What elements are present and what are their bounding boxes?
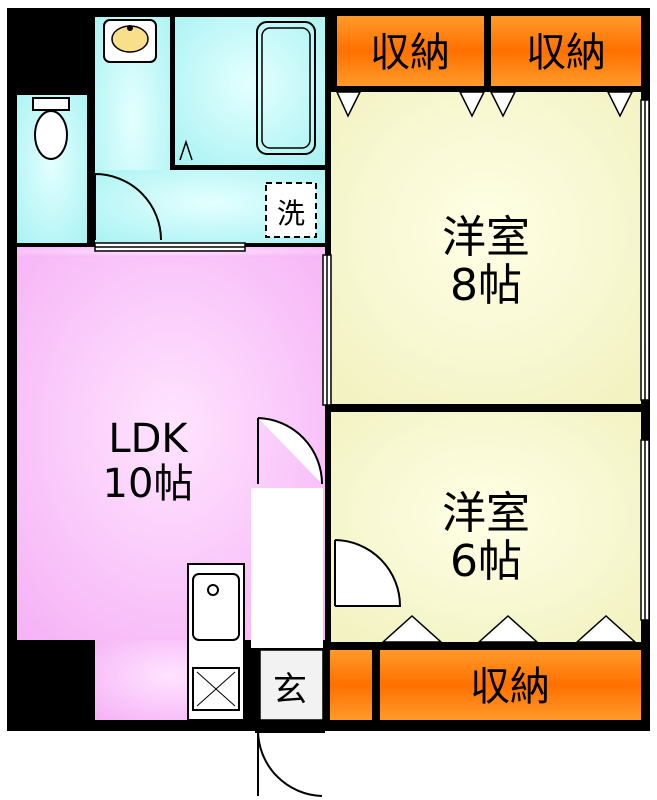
windows-right — [640, 99, 650, 621]
entrance-label: 玄 — [273, 670, 307, 710]
toilet-door-icon — [94, 173, 162, 241]
entrance-step — [259, 649, 324, 721]
room6-door-icon — [334, 539, 402, 607]
hallway — [251, 488, 323, 648]
closet-doors-top — [335, 91, 634, 118]
sliding-doors — [94, 242, 332, 406]
storage-top-right-label: 収納 — [526, 30, 606, 76]
storage-top-right — [491, 16, 641, 86]
toilet-tank-icon — [32, 97, 70, 111]
ldk-name: LDK — [108, 416, 189, 462]
washer-spot — [265, 182, 317, 238]
ldk-upper-strip — [17, 247, 325, 257]
western-8-size: 8帖 — [450, 260, 522, 311]
storage-bottom — [380, 650, 641, 720]
bathtub-icon — [256, 21, 316, 155]
ldk-door-icon — [257, 417, 323, 485]
storage-bottom-label: 収納 — [470, 664, 550, 710]
western-room-8 — [331, 92, 641, 404]
entrance-floor — [260, 650, 323, 720]
western-6-size: 6帖 — [450, 536, 522, 587]
storage-bottom-small — [330, 650, 372, 720]
ldk-size: 10帖 — [103, 461, 194, 507]
western-6-name: 洋室 — [442, 488, 530, 539]
toilet-bowl-icon — [34, 110, 68, 160]
storage-top-left-label: 収納 — [370, 30, 450, 76]
washer-label: 洗 — [277, 197, 305, 230]
entrance-door-icon — [257, 729, 323, 797]
bathroom — [175, 17, 325, 165]
faucet-icon — [207, 584, 219, 596]
closet-doors-bottom — [381, 614, 637, 643]
storage-top-left — [337, 16, 484, 86]
sink-icon — [192, 573, 240, 641]
western-8-name: 洋室 — [442, 212, 530, 263]
